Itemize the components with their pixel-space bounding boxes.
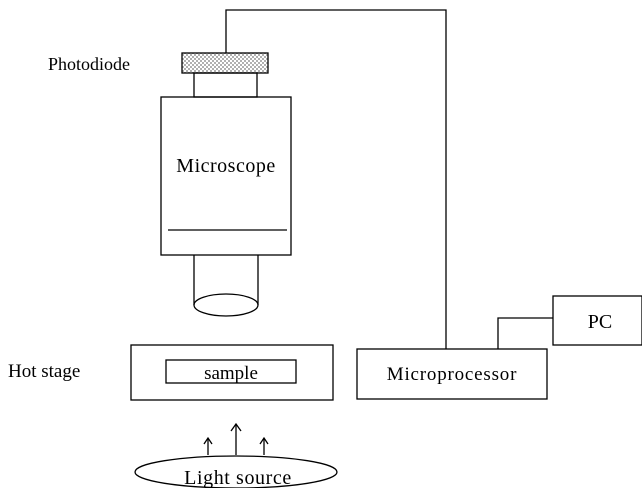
- pc-label: PC: [588, 311, 612, 333]
- pc-wire: [497, 317, 553, 349]
- microscope-body: [160, 96, 292, 256]
- objective-lens: [193, 293, 259, 317]
- photodiode-block: [181, 52, 269, 74]
- microprocessor-box: [356, 348, 548, 400]
- photodiode-label: Photodiode: [48, 54, 130, 74]
- microprocessor-label: Microprocessor: [387, 364, 517, 385]
- microscope-objective: [193, 255, 259, 305]
- hot-stage-box: [130, 344, 334, 401]
- pc-box: [552, 295, 642, 346]
- photodiode-wire: [225, 9, 447, 349]
- hot-stage-label: Hot stage: [8, 361, 80, 382]
- light-source-ellipse: [134, 455, 338, 488]
- sample-box: [165, 359, 297, 384]
- light-arrow-left-head: [203, 436, 213, 445]
- light-source-label: Light source: [184, 467, 292, 488]
- light-arrow-center-head: [230, 422, 242, 432]
- microscope-eyepiece: [193, 72, 258, 98]
- sample-label: sample: [204, 363, 258, 384]
- light-arrow-right-head: [259, 436, 269, 445]
- microscope-label: Microscope: [176, 155, 275, 177]
